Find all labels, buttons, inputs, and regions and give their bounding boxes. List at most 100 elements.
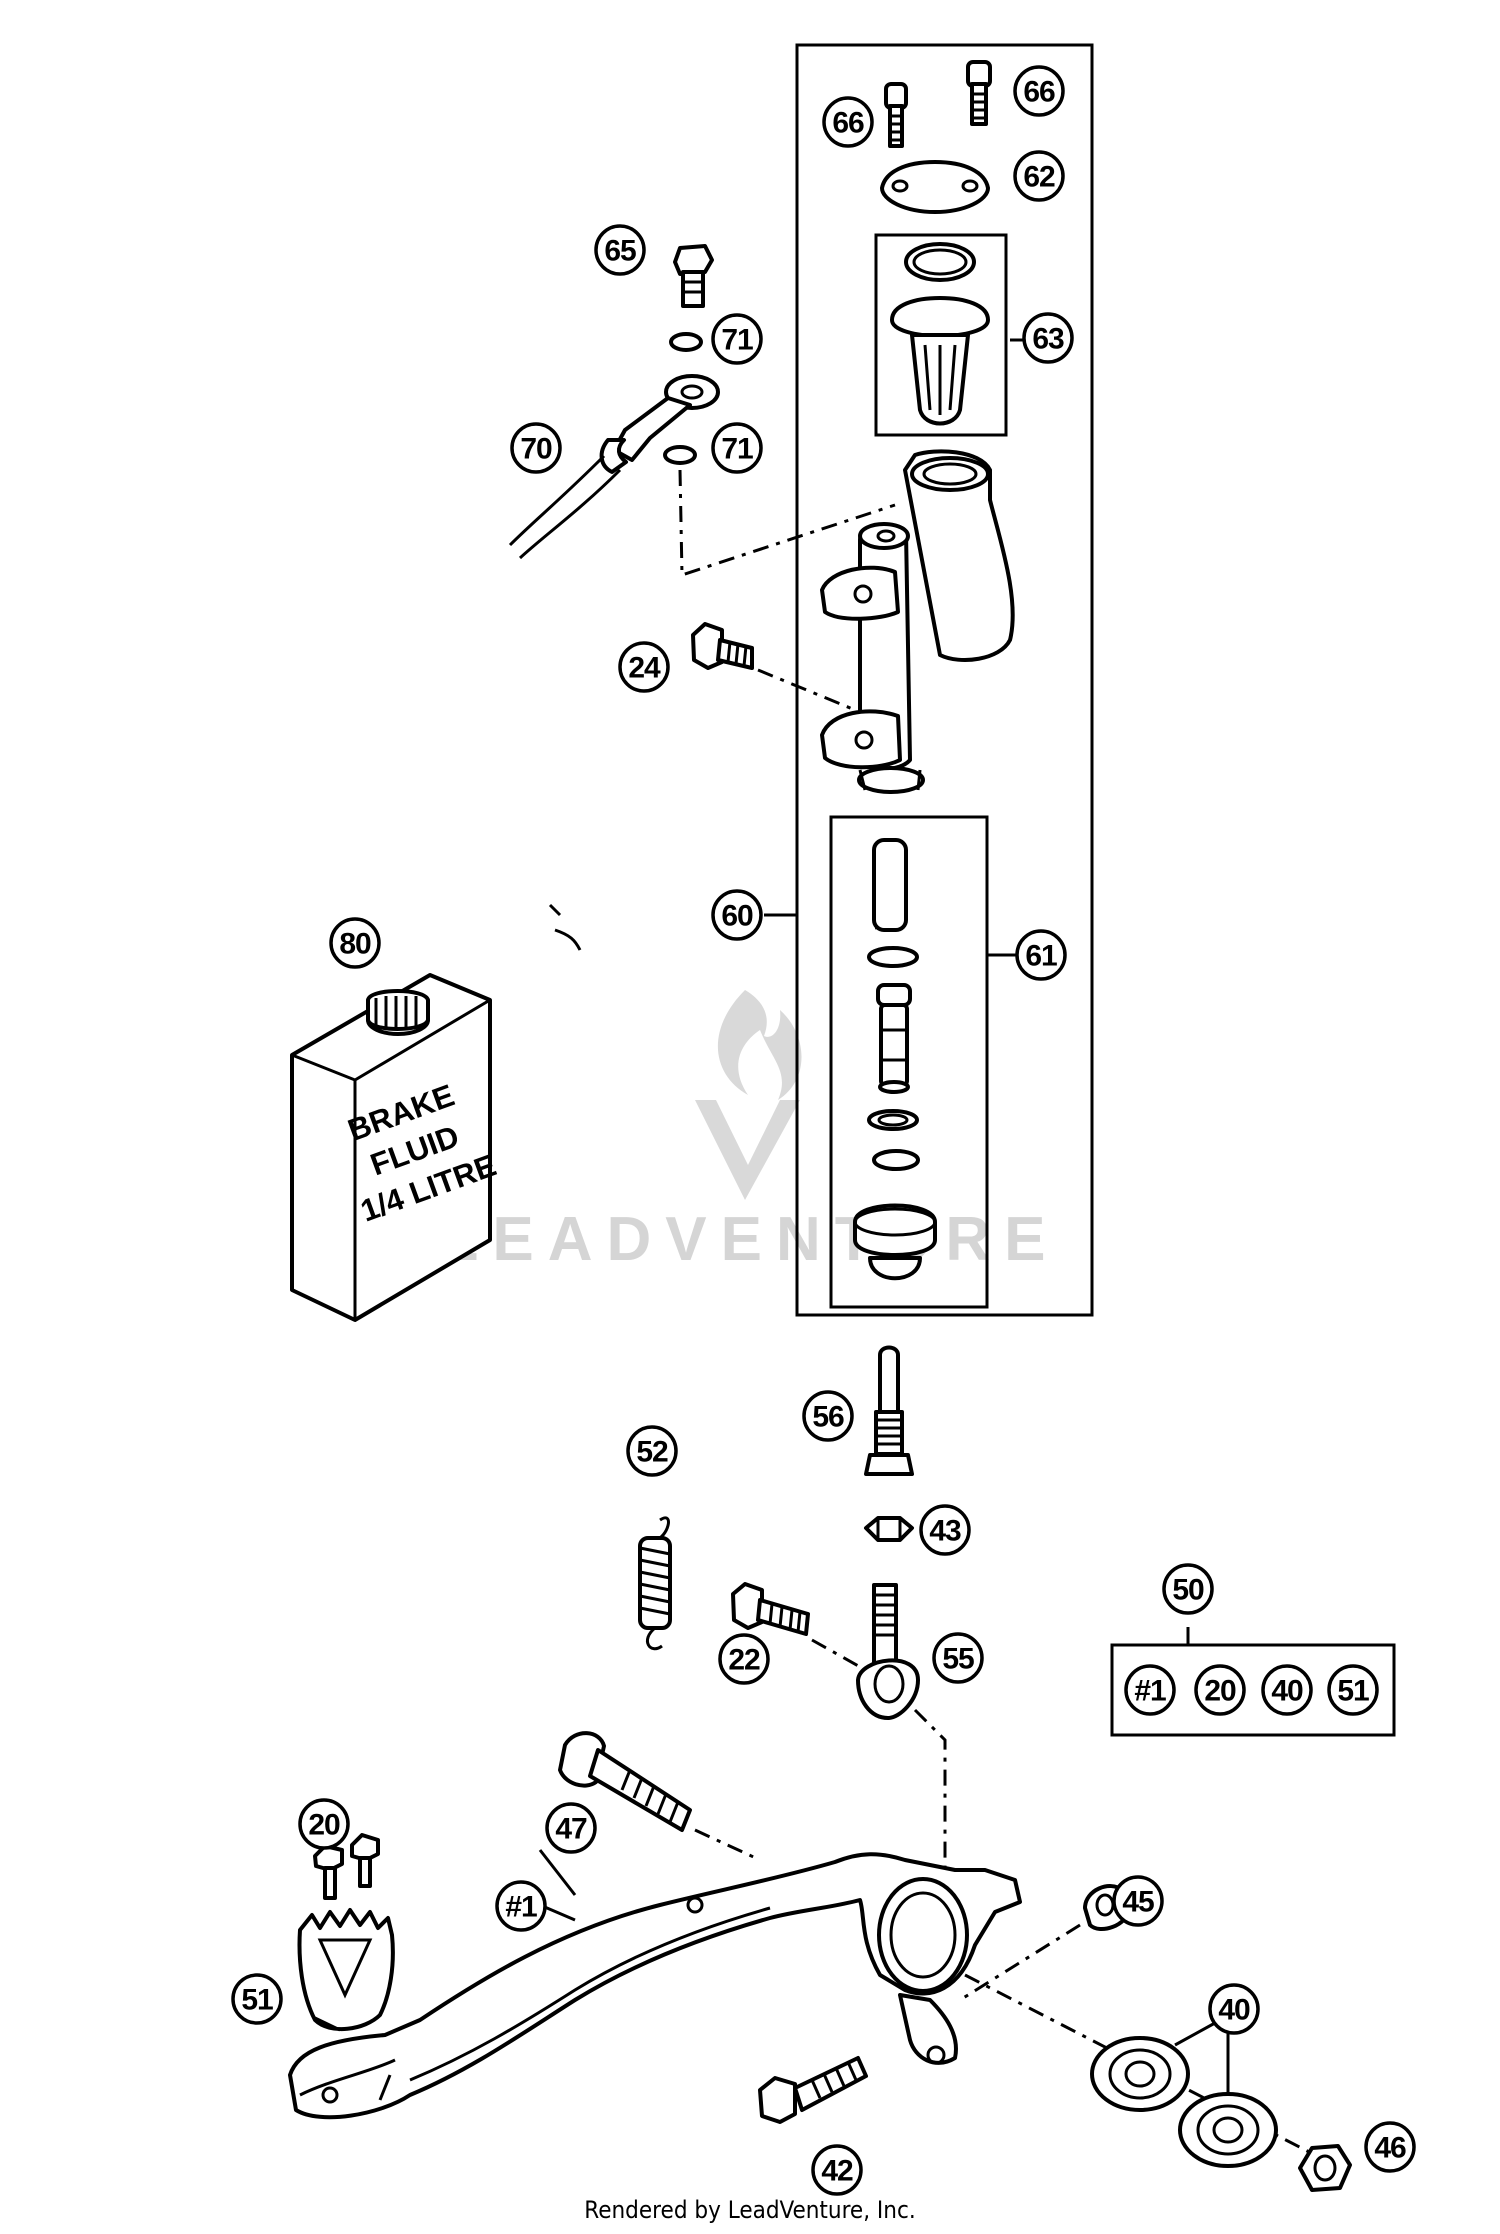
banjo-bolt: [673, 244, 714, 308]
watermark-flame-icon: [717, 990, 802, 1100]
brake-fluid-can: BRAKE FLUID 1/4 LITRE: [290, 973, 501, 1322]
bearing-40-b: [1178, 2092, 1278, 2168]
callout-52: 52: [626, 1425, 678, 1477]
push-rod: [864, 1345, 914, 1476]
callout-66-right: 66: [1013, 65, 1065, 117]
pivot-bolt-alignment-line: [694, 1828, 761, 1862]
pivot-bolt-47: [558, 1731, 692, 1832]
callout-47: 47: [545, 1802, 597, 1854]
svg-text:24: 24: [628, 652, 661, 685]
return-spring: [638, 1516, 672, 1651]
svg-text:20: 20: [308, 1809, 340, 1842]
svg-text:51: 51: [241, 1984, 273, 2017]
callout-63: 63: [1022, 312, 1074, 364]
brake-hose: [508, 374, 720, 560]
svg-text:65: 65: [604, 235, 636, 268]
svg-text:51: 51: [1337, 1675, 1369, 1708]
svg-text:#1: #1: [1134, 1675, 1166, 1708]
callout-65: 65: [594, 224, 646, 276]
kit-50-item-1: #1: [1124, 1664, 1176, 1716]
watermark-v-icon: [695, 1100, 800, 1200]
svg-text:47: 47: [555, 1813, 587, 1846]
master-cylinder-box: [795, 43, 1094, 1317]
callout-20: 20: [298, 1798, 350, 1850]
kit-50-item-51: 51: [1327, 1664, 1379, 1716]
svg-text:80: 80: [339, 928, 371, 961]
callout-56: 56: [802, 1390, 854, 1442]
svg-text:62: 62: [1023, 161, 1055, 194]
washer-71-lower: [663, 445, 697, 465]
svg-text:50: 50: [1172, 1574, 1204, 1607]
bolt-24-alignment-line: [757, 668, 861, 714]
callout-80: 80: [329, 917, 381, 969]
callout-51: 51: [231, 1973, 283, 2025]
svg-text:40: 40: [1218, 1994, 1250, 2027]
screw-66-left: [884, 82, 908, 148]
brake-pedal: [288, 1852, 1022, 2120]
hose-alignment-line: [678, 469, 896, 578]
svg-text:43: 43: [929, 1515, 961, 1548]
callout-1: #1: [495, 1880, 547, 1932]
piston-kit-box: [829, 815, 989, 1309]
svg-text:20: 20: [1204, 1675, 1236, 1708]
callout-43: 43: [919, 1504, 971, 1556]
svg-text:40: 40: [1271, 1675, 1303, 1708]
callout-50: 50: [1162, 1563, 1214, 1615]
reservoir-body: [890, 242, 990, 426]
reservoir-cap: [880, 160, 990, 214]
bearing-40-a: [1090, 2036, 1190, 2112]
svg-text:22: 22: [728, 1644, 760, 1677]
svg-text:60: 60: [721, 900, 753, 933]
rod-end: [856, 1583, 920, 1720]
kit-50-item-20: 20: [1194, 1664, 1246, 1716]
callout-40: 40: [1208, 1983, 1260, 2035]
kit-50-item-40: 40: [1261, 1664, 1313, 1716]
piston-kit: [853, 838, 937, 1281]
svg-text:66: 66: [832, 107, 864, 140]
callout-62: 62: [1013, 150, 1065, 202]
callout-55: 55: [932, 1632, 984, 1684]
washer-71-upper: [669, 332, 703, 352]
svg-text:63: 63: [1032, 323, 1064, 356]
callout-22: 22: [718, 1633, 770, 1685]
callout-61: 61: [1015, 929, 1067, 981]
svg-text:42: 42: [821, 2155, 853, 2188]
nut-43: [864, 1516, 914, 1542]
svg-text:66: 66: [1023, 76, 1055, 109]
svg-text:#1: #1: [505, 1891, 537, 1924]
callout-46: 46: [1364, 2121, 1416, 2173]
bolt-24: [691, 622, 754, 670]
svg-text:52: 52: [636, 1436, 668, 1469]
watermark-text: LEADVENTURE: [440, 1205, 1059, 1274]
svg-text:55: 55: [942, 1643, 974, 1676]
screw-66-right: [966, 60, 992, 126]
nut-46: [1298, 2144, 1352, 2192]
leader-47: [538, 1849, 577, 1896]
leader-40: [1174, 2021, 1230, 2095]
callout-24: 24: [618, 641, 670, 693]
callout-71-lower: 71: [711, 422, 763, 474]
master-cylinder-body: [820, 449, 1015, 794]
callout-70: 70: [510, 422, 562, 474]
svg-text:46: 46: [1374, 2132, 1406, 2165]
bolt-22-alignment-line: [811, 1638, 863, 1670]
svg-text:56: 56: [812, 1401, 844, 1434]
callout-71-upper: 71: [711, 313, 763, 365]
callout-45: 45: [1112, 1875, 1164, 1927]
bolt-22: [731, 1582, 810, 1636]
pedal-tip: [297, 1908, 395, 2032]
watermark: LEADVENTURE: [440, 990, 1059, 1274]
bolt-42: [758, 2056, 868, 2124]
callout-42: 42: [811, 2144, 863, 2196]
rod-end-alignment-line: [913, 1708, 947, 1900]
svg-text:71: 71: [721, 324, 753, 357]
footer-credit: Rendered by LeadVenture, Inc.: [584, 2196, 916, 2224]
callout-66-left: 66: [822, 96, 874, 148]
leader-80-b: [548, 903, 562, 917]
callout-60: 60: [711, 889, 763, 941]
leader-80: [554, 928, 582, 951]
svg-text:61: 61: [1025, 940, 1057, 973]
svg-text:71: 71: [721, 433, 753, 466]
kit-50-box: [1110, 1643, 1396, 1737]
